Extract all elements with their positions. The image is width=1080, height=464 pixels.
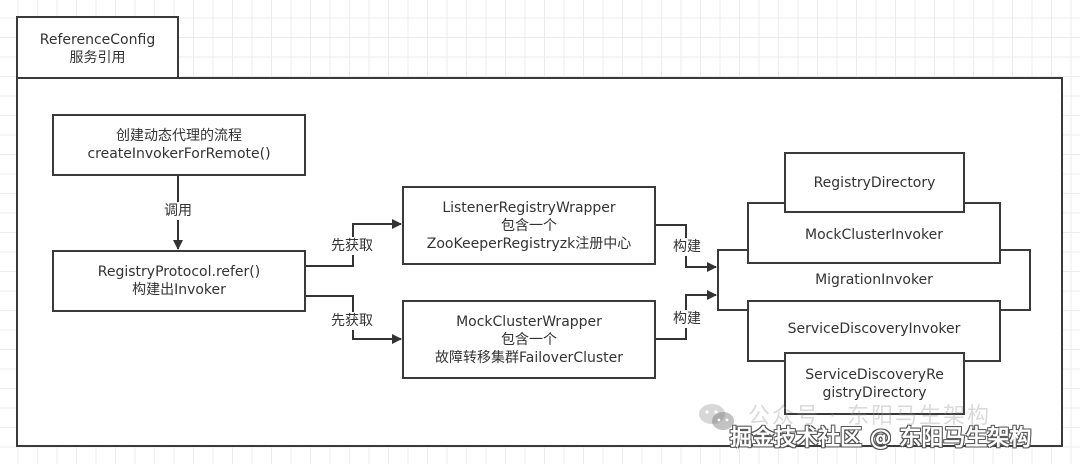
edge-label-fetch-top: 先获取 bbox=[329, 237, 375, 255]
node-text: ZooKeeperRegistryzk注册中心 bbox=[426, 235, 632, 252]
edge-label-fetch-bottom: 先获取 bbox=[329, 312, 375, 330]
node-text: MockClusterInvoker bbox=[805, 227, 943, 243]
node-text: gistryDirectory bbox=[822, 384, 927, 401]
node-listener-registry-wrapper: ListenerRegistryWrapper 包含一个 ZooKeeperRe… bbox=[402, 186, 656, 265]
node-text: 构建出Invoker bbox=[132, 282, 226, 298]
edge-label-call: 调用 bbox=[162, 202, 194, 220]
node-text: createInvokerForRemote() bbox=[87, 146, 271, 162]
node-mock-cluster-wrapper: MockClusterWrapper 包含一个 故障转移集群FailoverCl… bbox=[402, 300, 656, 379]
node-text: 故障转移集群FailoverCluster bbox=[434, 349, 624, 366]
node-registry-directory: RegistryDirectory bbox=[784, 152, 965, 213]
container-title-line2: 服务引用 bbox=[69, 49, 126, 66]
node-create-proxy: 创建动态代理的流程 createInvokerForRemote() bbox=[52, 114, 306, 176]
node-text: ServiceDiscoveryInvoker bbox=[787, 321, 961, 337]
edge-label-build-top: 构建 bbox=[671, 238, 703, 256]
node-text: ListenerRegistryWrapper bbox=[442, 199, 616, 216]
node-text: 包含一个 bbox=[501, 217, 557, 234]
node-text: MockClusterWrapper bbox=[456, 313, 602, 330]
node-service-discovery-registry-directory: ServiceDiscoveryRe gistryDirectory bbox=[784, 352, 965, 415]
node-registry-protocol: RegistryProtocol.refer() 构建出Invoker bbox=[52, 250, 306, 312]
node-text: 包含一个 bbox=[501, 331, 557, 348]
wechat-icon bbox=[699, 404, 734, 430]
container-title-line1: ReferenceConfig bbox=[39, 31, 156, 48]
node-text: RegistryDirectory bbox=[813, 174, 936, 191]
node-text: 创建动态代理的流程 bbox=[116, 128, 242, 144]
watermark-main: 掘金技术社区 @ 东阳马生架构 bbox=[730, 426, 1032, 451]
watermark-faded: 公众号 · 东阳马生架构 bbox=[748, 404, 991, 429]
node-text: ServiceDiscoveryRe bbox=[805, 366, 944, 383]
node-text: RegistryProtocol.refer() bbox=[97, 264, 261, 280]
container-tab: ReferenceConfig 服务引用 bbox=[16, 16, 179, 79]
node-text: MigrationInvoker bbox=[815, 272, 933, 288]
edge-label-build-bottom: 构建 bbox=[671, 310, 703, 328]
